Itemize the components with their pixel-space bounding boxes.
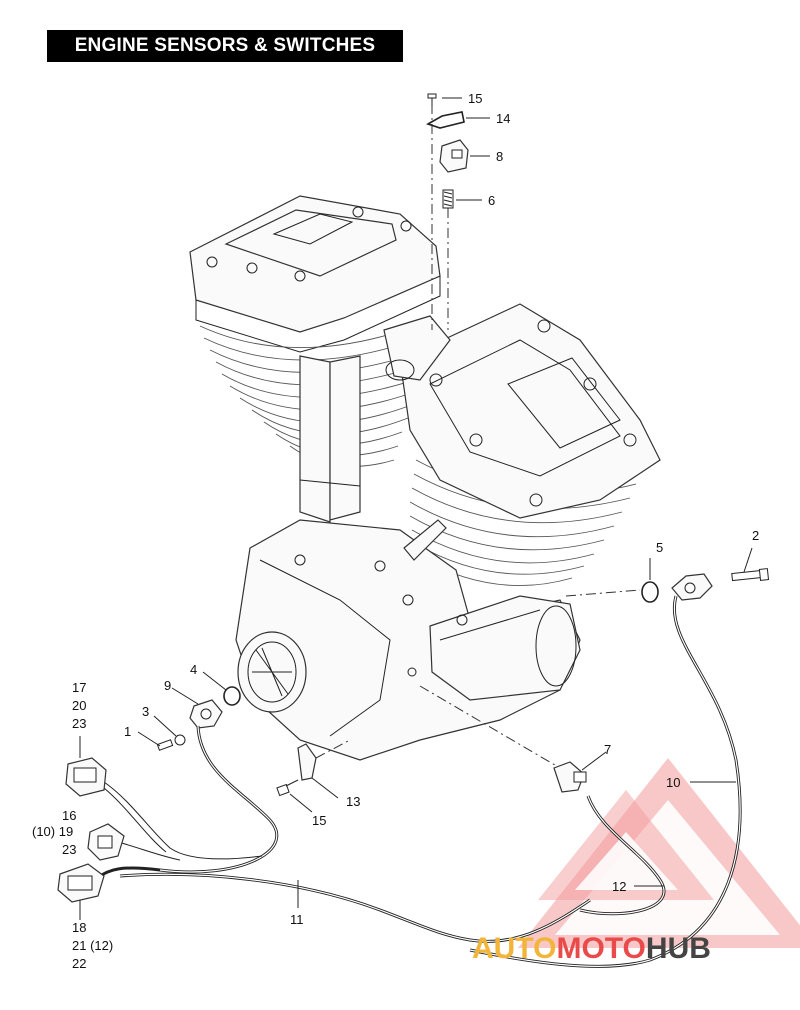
washer-icon [174,734,186,746]
top-sensor-stack [426,93,469,330]
bracket-icon [426,111,465,129]
watermark-part3: HUB [646,932,711,965]
callout-15-top: 15 [468,91,482,106]
callout-6: 6 [488,193,495,208]
callout-9: 9 [164,678,171,693]
leader-lines [79,97,753,920]
bolt-icon [731,568,770,582]
callout-11: 11 [290,912,304,927]
connector-16-icon [87,823,125,861]
left-sensor-group [156,686,241,751]
callout-13: 13 [346,794,360,809]
callout-14: 14 [496,111,510,126]
sensor-icon [189,699,223,729]
callout-8: 8 [496,149,503,164]
screw-icon [276,779,299,797]
stack-mid-1: 16 [62,808,76,823]
callout-labels: 15 14 8 6 5 2 4 9 3 1 7 10 13 15 11 12 1… [32,91,759,971]
watermark-text: AUTOMOTOHUB [472,932,711,965]
stack-top-3: 23 [72,716,86,731]
screw-icon [156,739,174,751]
callout-4: 4 [190,662,197,677]
watermark-part1: AUTO [472,932,556,965]
watermark-part2: MOTO [556,932,645,965]
stack-bottom-1: 18 [72,920,86,935]
stack-top-1: 17 [72,680,86,695]
sensor-icon [439,139,469,173]
stack-top-2: 20 [72,698,86,713]
stack-bottom-3: 22 [72,956,86,971]
stack-bottom-2: 21 (12) [72,938,113,953]
o-ring-icon [641,581,659,603]
o-ring-icon [223,686,241,706]
bracket-group [276,739,351,797]
stack-mid-3: 23 [62,842,76,857]
screw-icon [427,93,437,106]
callout-1: 1 [124,724,131,739]
right-sensor-group [565,568,770,603]
oil-pressure-switch-icon [419,685,587,793]
callout-3: 3 [142,704,149,719]
connector-18-icon [57,863,105,903]
callout-10: 10 [666,775,680,790]
callout-7: 7 [604,742,611,757]
svg-text:AUTOMOTOHUB: AUTOMOTOHUB [472,932,711,965]
callout-5: 5 [656,540,663,555]
callout-12: 12 [612,879,626,894]
page-title: ENGINE SENSORS & SWITCHES [47,30,403,62]
stack-mid-2: (10) 19 [32,824,73,839]
engine-assembly [189,195,661,761]
wiring-harness [99,595,742,968]
spring-icon [442,189,454,209]
sensor-icon [671,573,713,601]
connector-17-icon [65,757,107,797]
callout-2: 2 [752,528,759,543]
callout-15-bottom: 15 [312,813,326,828]
